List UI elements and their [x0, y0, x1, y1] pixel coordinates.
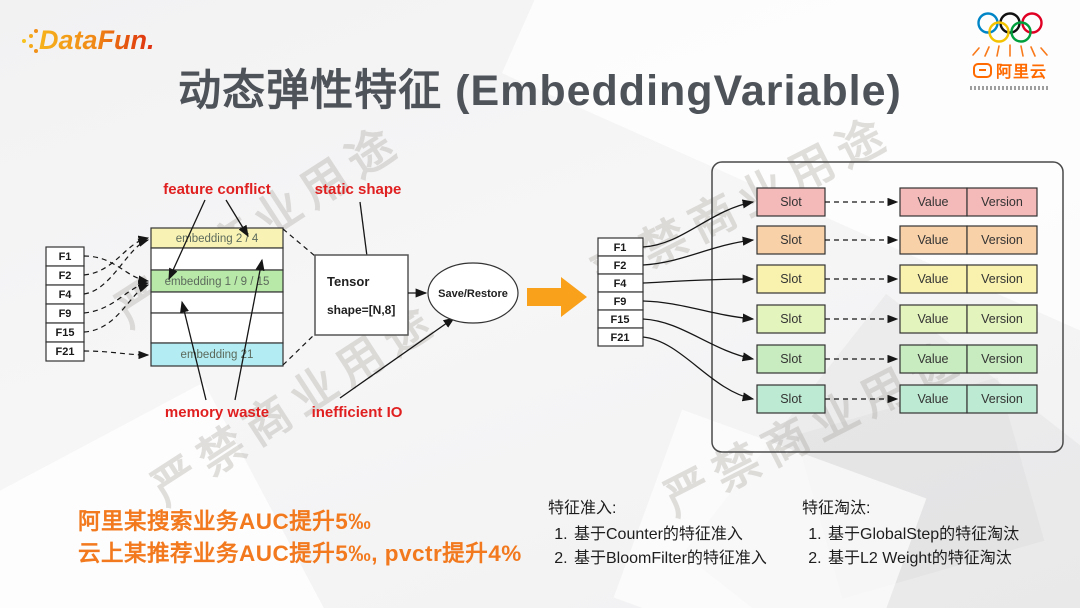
table-row	[150, 247, 284, 271]
version-label: Version	[981, 312, 1023, 326]
annotation-arrow	[234, 258, 265, 401]
highlight-line: 阿里某搜索业务AUC提升5‰	[78, 509, 372, 534]
label-inefficient-io: inefficient IO	[312, 404, 403, 421]
feature-list: F1 F2 F4 F9 F15 F21	[45, 246, 85, 362]
value-label: Value	[917, 195, 948, 209]
version-label: Version	[981, 352, 1023, 366]
embedding-variable-diagram: F1 F2 F4 F9 F15 F21 Slot Value Version	[597, 161, 1064, 453]
version-label: Version	[981, 233, 1023, 247]
label-feature-conflict: feature conflict	[163, 181, 271, 198]
label-memory-waste: memory waste	[165, 404, 269, 421]
curve-arrow	[642, 274, 755, 284]
table-row	[150, 312, 284, 344]
datafun-dots-icon	[22, 27, 38, 53]
version-label: Version	[981, 195, 1023, 209]
slot-label: Slot	[780, 233, 802, 247]
slot-row: Slot Value Version	[756, 264, 1038, 294]
table-row	[150, 291, 284, 314]
table-row-label: embedding 1 / 9 / 15	[165, 276, 270, 288]
feature-label: F2	[59, 270, 72, 282]
slot-label: Slot	[780, 392, 802, 406]
dashed-connector	[83, 235, 150, 276]
feature-label: F9	[59, 308, 72, 320]
value-label: Value	[917, 352, 948, 366]
slot-row: Slot Value Version	[756, 187, 1038, 217]
annotation-arrow	[168, 199, 206, 281]
aliyun-logo-block: 阿里云	[954, 12, 1066, 90]
value-label: Value	[917, 312, 948, 326]
version-box	[966, 384, 1038, 414]
curve-arrow	[642, 336, 755, 402]
slot-label: Slot	[780, 272, 802, 286]
feature-label: F4	[614, 278, 628, 290]
save-restore-oval: Save/Restore	[427, 262, 519, 324]
table-row-label: embedding 2 / 4	[176, 233, 259, 245]
highlight-line: 云上某推荐业务AUC提升5‰, pvctr提升4%	[78, 540, 522, 566]
annotation-arrow	[339, 317, 456, 399]
slot-label: Slot	[780, 195, 802, 209]
feature-label: F9	[614, 296, 627, 308]
value-label: Value	[917, 272, 948, 286]
aliyun-tagline-placeholder	[970, 86, 1050, 90]
slot-label: Slot	[780, 352, 802, 366]
aliyun-bracket-icon	[972, 62, 992, 78]
table-row-label: embedding 21	[181, 349, 254, 361]
tensor-label: Tensor	[327, 274, 369, 289]
admission-title: 特征准入:	[548, 500, 617, 517]
feature-label: F15	[56, 327, 75, 339]
slot-row: Slot Value Version	[756, 384, 1038, 414]
feature-to-slot-connectors	[642, 199, 755, 402]
slot-label: Slot	[780, 312, 802, 326]
feature-list: F1 F2 F4 F9 F15 F21	[597, 237, 644, 347]
admission-item: 基于Counter的特征准入	[572, 523, 767, 547]
feature-label: F4	[59, 289, 73, 301]
tensor-shape-label: shape=[N,8]	[327, 303, 395, 317]
value-label: Value	[917, 233, 948, 247]
curve-arrow	[642, 199, 755, 248]
feature-admission-note: 特征准入: 基于Counter的特征准入 基于BloomFilter的特征准入	[548, 497, 767, 571]
feature-label: F15	[611, 314, 630, 326]
olympic-rings-icon	[977, 12, 1043, 43]
value-label: Value	[917, 392, 948, 406]
eviction-item: 基于GlobalStep的特征淘汰	[826, 523, 1019, 547]
dashed-connector	[83, 350, 150, 360]
tensor-box: Tensor shape=[N,8]	[314, 254, 409, 336]
value-box	[899, 384, 968, 414]
feature-label: F21	[611, 332, 630, 344]
feature-label: F21	[56, 346, 75, 358]
curve-arrow	[642, 300, 755, 323]
save-restore-label: Save/Restore	[438, 288, 508, 300]
version-label: Version	[981, 272, 1023, 286]
table-row	[150, 342, 284, 367]
annotation-arrow	[225, 199, 249, 238]
rays-icon	[972, 44, 1048, 57]
dashed-connector	[83, 280, 150, 314]
feature-label: F1	[614, 242, 627, 254]
legacy-embedding-diagram: feature conflict static shape memory was…	[45, 181, 587, 421]
feature-to-table-connectors	[83, 235, 150, 360]
slot-row: Slot Value Version	[756, 304, 1038, 334]
datafun-logo: DataFun.	[22, 27, 155, 54]
admission-item: 基于BloomFilter的特征准入	[572, 547, 767, 571]
version-label: Version	[981, 392, 1023, 406]
page-title: 动态弹性特征 (EmbeddingVariable)	[178, 67, 902, 115]
curve-arrow	[642, 318, 755, 362]
dashed-connector	[83, 255, 150, 284]
feature-label: F1	[59, 251, 72, 263]
label-static-shape: static shape	[315, 181, 402, 198]
slot-row: Slot Value Version	[756, 344, 1038, 374]
eviction-item: 基于L2 Weight的特征淘汰	[826, 547, 1019, 571]
feature-label: F2	[614, 260, 627, 272]
dashed-connector	[83, 284, 150, 333]
slot-row: Slot Value Version	[756, 225, 1038, 255]
eviction-title: 特征淘汰:	[802, 500, 871, 517]
datafun-logo-text: DataFun.	[39, 25, 155, 55]
dashed-edge	[282, 333, 316, 366]
embedding-table: embedding 2 / 4 embedding 1 / 9 / 15 emb…	[150, 227, 284, 367]
feature-eviction-note: 特征淘汰: 基于GlobalStep的特征淘汰 基于L2 Weight的特征淘汰	[802, 497, 1019, 571]
dashed-connector	[83, 238, 150, 295]
aliyun-logo-text: 阿里云	[995, 64, 1047, 81]
result-highlights: 阿里某搜索业务AUC提升5‰ 云上某推荐业务AUC提升5‰, pvctr提升4%	[78, 506, 522, 570]
dashed-edge	[282, 228, 316, 257]
